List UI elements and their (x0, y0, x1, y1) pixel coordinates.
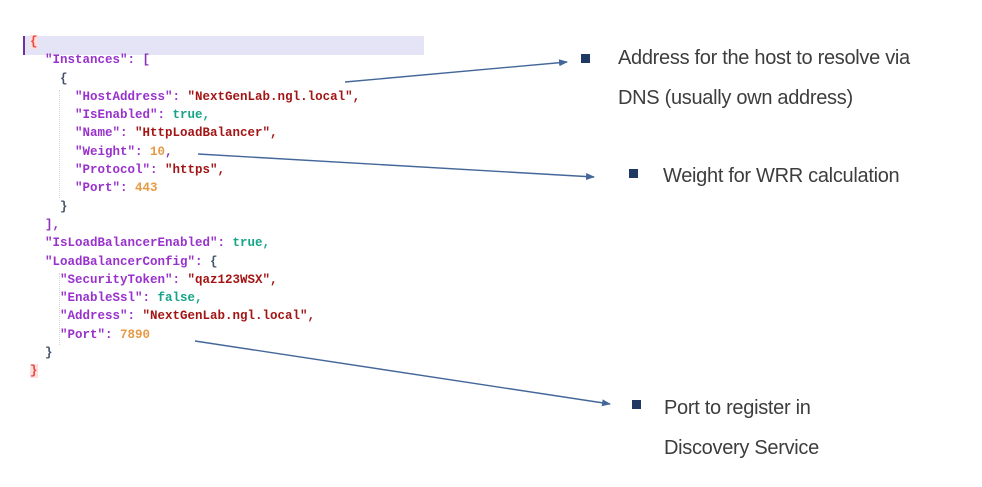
code-line: "Name": "HttpLoadBalancer", (0, 124, 560, 142)
code-line: "Address": "NextGenLab.ngl.local", (0, 307, 560, 325)
square-bullet-icon (629, 169, 638, 178)
code-line: "EnableSsl": false, (0, 289, 560, 307)
token-plain (30, 328, 60, 342)
token-key: "Name": (75, 126, 136, 141)
token-plain (30, 145, 75, 159)
code-line: } (0, 198, 560, 216)
token-bracket: , (165, 144, 173, 159)
token-keyword: true, (232, 236, 271, 251)
code-line: ], (0, 216, 560, 234)
token-number: 10 (150, 144, 166, 159)
token-string: "https", (165, 163, 226, 178)
token-number: 443 (135, 181, 158, 196)
indent-guide (59, 90, 60, 198)
token-key: "Instances": (45, 53, 143, 68)
code-line: "Port": 443 (0, 179, 560, 197)
indent-guide (59, 273, 60, 345)
token-key: "EnableSsl": (60, 291, 158, 306)
token-plain (30, 163, 75, 177)
code-line: "IsLoadBalancerEnabled": true, (0, 234, 560, 252)
code-line: "Port": 7890 (0, 326, 560, 344)
token-plain (30, 346, 45, 360)
annotation-text: Weight for WRR calculation (663, 156, 900, 196)
annotation-line: Port to register in (664, 397, 811, 419)
token-key: "LoadBalancerConfig": (45, 254, 211, 269)
annotation-line: Discovery Service (664, 437, 819, 459)
token-bracematch: { (30, 35, 38, 49)
token-key: "Protocol": (75, 163, 166, 178)
token-bracket: [ (142, 53, 151, 68)
token-plain (30, 53, 45, 67)
token-plain (30, 72, 60, 86)
token-plain (30, 255, 45, 269)
token-plain (30, 200, 60, 214)
token-bracematch: } (30, 364, 38, 379)
code-line: "LoadBalancerConfig": { (0, 253, 560, 271)
token-brace: { (60, 71, 68, 86)
token-plain (30, 291, 60, 305)
code-line: { (0, 33, 560, 51)
token-keyword: true, (172, 108, 211, 123)
token-number: 7890 (120, 327, 151, 342)
token-key: "IsLoadBalancerEnabled": (45, 236, 233, 251)
token-brace: } (45, 346, 53, 361)
token-plain (30, 218, 45, 232)
token-plain (30, 90, 75, 104)
token-string: "HttpLoadBalancer", (135, 126, 278, 141)
token-brace: } (60, 199, 68, 214)
square-bullet-icon (581, 54, 590, 63)
code-line: "IsEnabled": true, (0, 106, 560, 124)
code-line: "Weight": 10, (0, 143, 560, 161)
token-plain (30, 236, 45, 250)
code-line: "SecurityToken": "qaz123WSX", (0, 271, 560, 289)
token-string: "qaz123WSX", (187, 272, 278, 287)
text-cursor (23, 36, 25, 55)
square-bullet-icon (632, 400, 641, 409)
token-plain (30, 273, 60, 287)
selection-highlight (24, 36, 424, 55)
token-string: "NextGenLab.ngl.local", (142, 309, 316, 324)
code-line: } (0, 344, 560, 362)
token-key: "Port": (60, 327, 121, 342)
code-line: "Instances": [ (0, 51, 560, 69)
code-editor[interactable]: { "Instances": [ { "HostAddress": "NextG… (0, 33, 560, 393)
token-plain (30, 126, 75, 140)
token-plain (30, 309, 60, 323)
token-keyword: false, (157, 291, 203, 306)
annotation-line: Address for the host to resolve via (618, 47, 910, 69)
code-line: { (0, 70, 560, 88)
token-key: "IsEnabled": (75, 108, 173, 123)
code-line: } (0, 362, 560, 380)
token-key: "Port": (75, 181, 136, 196)
token-brace: { (210, 254, 218, 269)
annotation-text: Port to register in Discovery Service (664, 388, 819, 468)
token-key: "Weight": (75, 144, 151, 159)
token-plain (30, 108, 75, 122)
token-key: "HostAddress": (75, 89, 188, 104)
token-plain (30, 181, 75, 195)
token-key: "Address": (60, 309, 143, 324)
code-line: "Protocol": "https", (0, 161, 560, 179)
token-bracket: ], (45, 217, 61, 232)
code-line: "HostAddress": "NextGenLab.ngl.local", (0, 88, 560, 106)
annotation-line: DNS (usually own address) (618, 87, 853, 109)
token-string: "NextGenLab.ngl.local", (187, 89, 361, 104)
annotation-line: Weight for WRR calculation (663, 165, 900, 187)
code-lines: { "Instances": [ { "HostAddress": "NextG… (0, 33, 560, 381)
token-key: "SecurityToken": (60, 272, 188, 287)
